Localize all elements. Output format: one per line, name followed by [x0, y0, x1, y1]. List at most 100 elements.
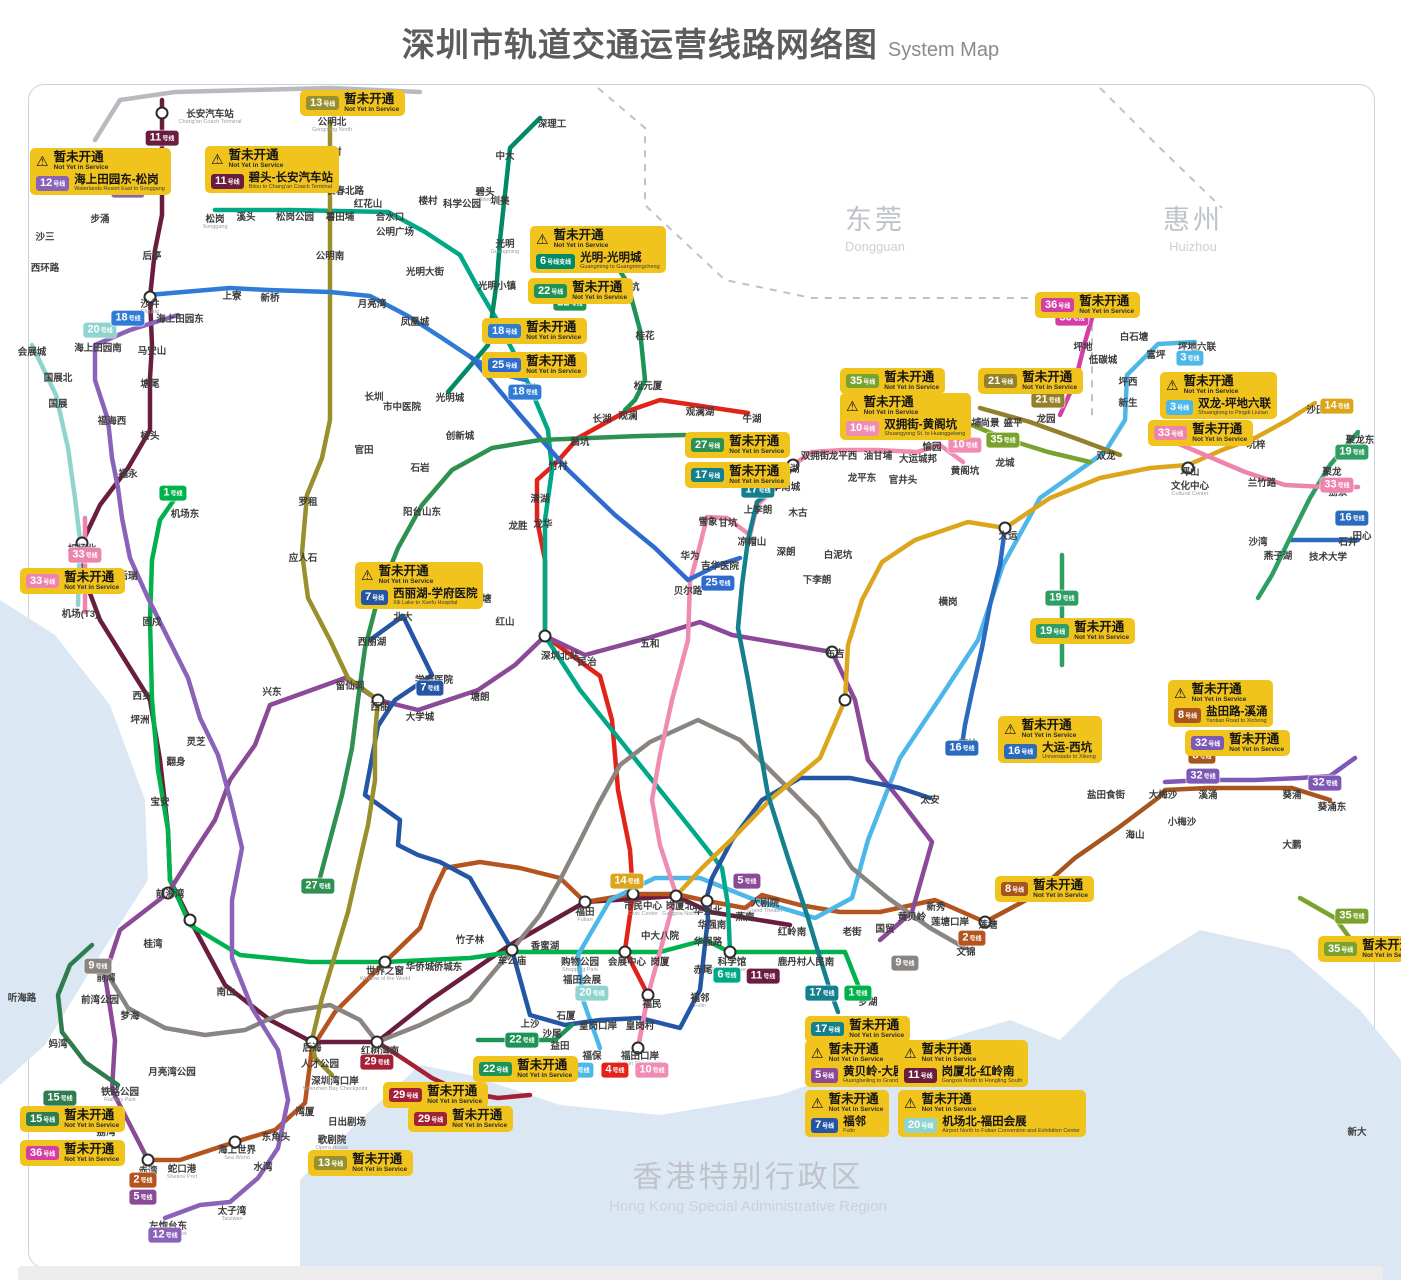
notice-zh: 暂未开通: [1022, 370, 1073, 384]
interchange-station-marker: [505, 943, 519, 957]
notice-zh: 暂未开通: [64, 570, 115, 584]
notice-zh: 暂未开通: [1074, 620, 1125, 634]
region-label-zh: 香港特别行政区: [632, 1161, 864, 1194]
station-label: 南山: [216, 987, 236, 998]
station-label: 后瑞: [118, 571, 138, 582]
notice-en: Not Yet in Service: [1033, 892, 1088, 900]
station-label: 长圳: [364, 392, 384, 403]
station-label: 白泥坑: [823, 550, 853, 561]
station-label: 合水口: [375, 212, 405, 223]
station-label-en: Bitou: [478, 196, 492, 203]
notice-zh: 暂未开通: [729, 434, 780, 448]
metro-line-6支: [445, 115, 543, 395]
station-label: 学府医院: [415, 676, 453, 686]
station-label: 莲塘: [978, 920, 998, 931]
metro-line-22: [597, 237, 648, 413]
station-label: 后亭: [142, 251, 162, 262]
notice-en: Not Yet in Service: [921, 1106, 977, 1114]
notice-zh: 暂未开通: [1183, 374, 1234, 388]
notice-zh: 暂未开通: [884, 370, 935, 384]
station-label: 应人石: [288, 553, 318, 564]
extension-name-en: Waterlands Resort East to Songgang: [74, 186, 165, 193]
metro-line-9: [102, 717, 968, 1045]
station-label: 太安: [920, 795, 940, 806]
station-label: 茜坑: [570, 437, 590, 448]
interchange-station-marker: [305, 1035, 319, 1049]
warning-icon: ⚠: [811, 1045, 824, 1062]
warning-icon: ⚠: [211, 151, 224, 168]
warning-icon: ⚠: [1174, 685, 1187, 702]
station-label: 布吉: [825, 649, 845, 660]
notice-zh: 暂未开通: [921, 1092, 972, 1106]
station-label: 观澜: [618, 411, 638, 422]
station-label: 新大: [1347, 1127, 1367, 1138]
station-label: 文锦: [956, 947, 976, 958]
station-label: 灵芝: [186, 737, 206, 748]
notice-zh: 暂未开通: [729, 464, 780, 478]
station-label: 上李朗: [743, 505, 773, 516]
station-label: 坪西: [1118, 377, 1138, 388]
station-label: 福民: [642, 999, 662, 1010]
station-label: 西丽湖: [357, 637, 387, 648]
station-label: 大鹏: [1282, 840, 1302, 851]
notice-zh: 暂未开通: [352, 1152, 403, 1166]
station-label: 圳美: [490, 196, 510, 207]
station-label: 民治: [577, 657, 597, 668]
station-label: 公明南: [315, 251, 345, 262]
station-label: 侨城东: [433, 962, 463, 973]
notice-zh: 暂未开通: [1362, 938, 1401, 952]
warning-icon: ⚠: [536, 231, 549, 248]
extension-name-en: Airport North to Futian Convention and E…: [942, 1128, 1080, 1135]
station-label: 荔湾: [96, 1127, 116, 1138]
station-label: 水湾: [253, 1162, 273, 1173]
station-label: 深朗: [776, 547, 796, 558]
station-label-en: Sea World: [224, 1154, 250, 1161]
interchange-station-marker: [155, 106, 169, 120]
notice-zh: 暂未开通: [526, 354, 577, 368]
interchange-station-marker: [538, 629, 552, 643]
interchange-station-marker: [723, 945, 737, 959]
notice-en: Not Yet in Service: [378, 578, 434, 586]
station-label: 兴东: [262, 687, 282, 698]
station-label: 留仙洞: [335, 681, 365, 692]
interchange-station-marker: [669, 889, 683, 903]
notice-en: Not Yet in Service: [884, 384, 940, 392]
notice-zh: 暂未开通: [572, 280, 623, 294]
station-label: 前湾公园: [80, 995, 120, 1006]
extension-name-zh: 大运-西坑: [1042, 742, 1093, 755]
station-label: 罗租: [298, 497, 318, 508]
station-label: 前湾: [96, 973, 116, 984]
station-label: 大学城: [405, 712, 435, 723]
